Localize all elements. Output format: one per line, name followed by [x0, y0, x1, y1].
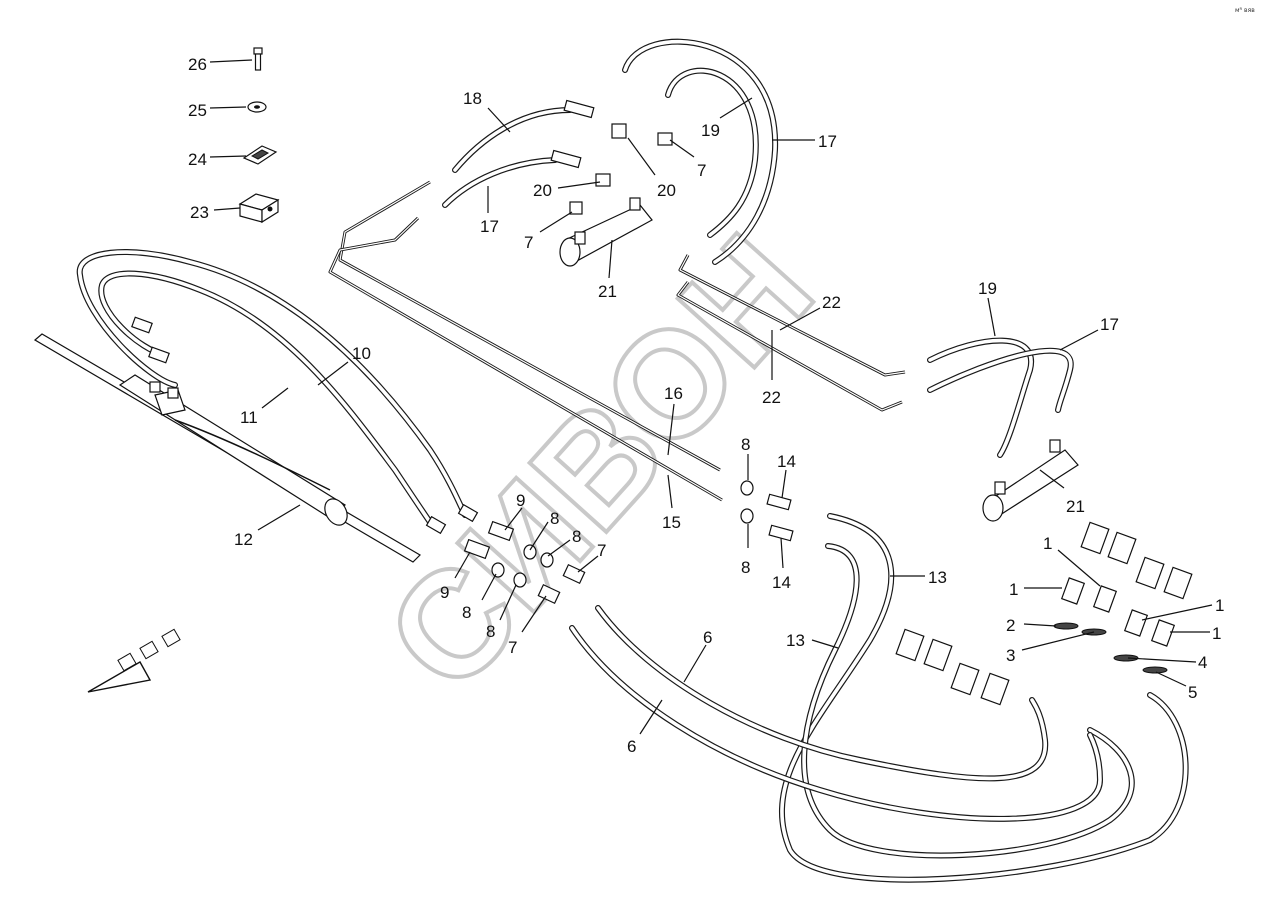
- label-26: 26: [188, 55, 207, 74]
- label-7-d: 7: [508, 638, 517, 657]
- label-25: 25: [188, 101, 207, 120]
- label-13-left: 13: [786, 631, 805, 650]
- label-16: 16: [664, 384, 683, 403]
- label-20-right: 20: [657, 181, 676, 200]
- hose-17-right: [927, 347, 1074, 413]
- hose-13-outer: [778, 513, 1189, 883]
- label-17-top: 17: [818, 132, 837, 151]
- pipe-22: [676, 254, 906, 412]
- hose-17-upper: [442, 149, 582, 208]
- label-3: 3: [1006, 646, 1015, 665]
- label-24: 24: [188, 150, 207, 169]
- label-1-d: 1: [1212, 624, 1221, 643]
- quick-couplers: [895, 521, 1193, 706]
- hose-end-fitting: [457, 503, 479, 523]
- corner-code: ᴍᴿ вяв: [1235, 7, 1255, 14]
- label-23: 23: [190, 203, 209, 222]
- label-7-a: 7: [524, 233, 533, 252]
- label-2: 2: [1006, 616, 1015, 635]
- label-9-lower: 9: [440, 583, 449, 602]
- label-19-right: 19: [978, 279, 997, 298]
- label-14-lower: 14: [772, 573, 791, 592]
- label-22-upper: 22: [822, 293, 841, 312]
- label-8-e: 8: [741, 435, 750, 454]
- label-9-upper: 9: [516, 491, 525, 510]
- label-8-c: 8: [462, 603, 471, 622]
- hose-19-right: [927, 337, 1035, 458]
- label-1-c: 1: [1215, 596, 1224, 615]
- label-17-upper: 17: [480, 217, 499, 236]
- clamp-plate-part-24: [242, 145, 278, 165]
- label-8-d: 8: [486, 622, 495, 641]
- washer-part-25: [247, 101, 267, 113]
- label-11: 11: [240, 408, 258, 427]
- label-15: 15: [662, 513, 681, 532]
- label-12: 12: [234, 530, 253, 549]
- label-19-top: 19: [701, 121, 720, 140]
- label-17-right: 17: [1100, 315, 1119, 334]
- hose-6-upper: [595, 605, 1049, 782]
- hose-6-lower: [569, 625, 1103, 822]
- pipe-16-15: [328, 180, 723, 502]
- direction-arrow-icon: [87, 628, 181, 693]
- fittings-cluster: [463, 123, 794, 605]
- label-7-c: 7: [597, 541, 606, 560]
- label-4: 4: [1198, 653, 1207, 672]
- label-14-upper: 14: [777, 452, 796, 471]
- hose-18: [452, 99, 595, 173]
- hose-19-top: [665, 67, 759, 238]
- hose-10: [76, 249, 468, 518]
- label-6-lower: 6: [627, 737, 636, 756]
- label-1-a: 1: [1043, 534, 1052, 553]
- bolt-part-26: [253, 47, 263, 71]
- callout-labels: 26 25 24 23 18 17 20 20 7 7 19 17 21 10 …: [188, 55, 1224, 756]
- label-1-b: 1: [1009, 580, 1018, 599]
- label-18: 18: [463, 89, 482, 108]
- label-8-a: 8: [550, 509, 559, 528]
- hose-17-top: [622, 38, 779, 265]
- label-8-b: 8: [572, 527, 581, 546]
- hydraulic-cylinder-21-right: [982, 439, 1079, 522]
- label-13-right: 13: [928, 568, 947, 587]
- hose-11: [98, 270, 435, 528]
- label-21-upper: 21: [598, 282, 617, 301]
- hydraulic-cylinder-12: [33, 333, 421, 563]
- hose-end-fitting: [148, 346, 170, 364]
- label-20-left: 20: [533, 181, 552, 200]
- label-10: 10: [352, 344, 371, 363]
- label-6-upper: 6: [703, 628, 712, 647]
- label-7-b: 7: [697, 161, 706, 180]
- label-22-lower: 22: [762, 388, 781, 407]
- clamp-block-part-23: [238, 193, 280, 224]
- hose-end-fitting: [425, 515, 447, 535]
- hydraulic-cylinder-21-upper: [559, 197, 653, 267]
- hose-end-fitting: [131, 316, 153, 334]
- label-5: 5: [1188, 683, 1197, 702]
- hose-13-inner: [801, 543, 1135, 859]
- label-8-f: 8: [741, 558, 750, 577]
- label-21-right: 21: [1066, 497, 1085, 516]
